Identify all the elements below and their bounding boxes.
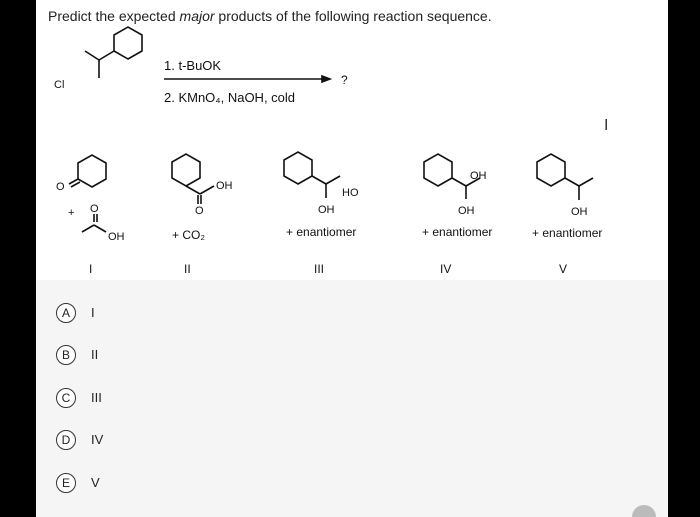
text-cursor-icon: I: [604, 117, 609, 134]
enantiomer-IV: + enantiomer: [422, 225, 492, 239]
question-text: Predict the expected major products of t…: [48, 8, 492, 24]
oh-label-IV-b: OH: [458, 205, 475, 217]
acid-oxygen-I: O: [90, 203, 99, 215]
option-text-a: I: [91, 305, 95, 320]
structure-I: [68, 154, 107, 233]
structure-III: [283, 151, 341, 198]
answer-option-b[interactable]: B II: [56, 345, 256, 367]
option-letter-c[interactable]: C: [56, 388, 76, 408]
reaction-scheme: Cl 1. t-BuOK 2. KMnO₄, NaOH, cold ? O + …: [54, 26, 602, 276]
structure-IV: [423, 153, 481, 199]
option-letter-b[interactable]: B: [56, 345, 76, 365]
option-letter-a[interactable]: A: [56, 303, 76, 323]
numeral-III: III: [314, 262, 324, 276]
enantiomer-III: + enantiomer: [286, 225, 356, 239]
answer-option-e[interactable]: E V: [56, 473, 256, 495]
question-suffix: products of the following reaction seque…: [214, 8, 492, 24]
co2-label-II: + CO₂: [172, 228, 205, 242]
corner-tab: [632, 505, 656, 517]
oh-label-III-b: OH: [318, 204, 335, 216]
option-text-e: V: [91, 475, 100, 490]
question-prefix: Predict the expected: [48, 8, 180, 24]
answer-panel: [36, 280, 668, 517]
numeral-I: I: [89, 262, 92, 276]
option-text-c: III: [91, 390, 102, 405]
reaction-arrowhead: [321, 74, 333, 84]
oh-label-III-a: HO: [342, 187, 359, 199]
oh-label-IV-a: OH: [470, 170, 487, 182]
numeral-V: V: [559, 262, 567, 276]
structure-II: [171, 153, 215, 204]
numeral-IV: IV: [440, 262, 451, 276]
carbonyl-oxygen-I: O: [56, 181, 65, 193]
option-text-b: II: [91, 347, 99, 362]
option-letter-d[interactable]: D: [56, 430, 76, 450]
oh-label-II: OH: [216, 180, 233, 192]
structure-V: [536, 153, 594, 200]
reaction-step-2: 2. KMnO₄, NaOH, cold: [164, 90, 295, 105]
oh-label-V: OH: [571, 206, 588, 218]
answer-option-a[interactable]: A I: [56, 303, 256, 325]
product-question-mark: ?: [341, 73, 348, 87]
enantiomer-V: + enantiomer: [532, 226, 602, 240]
carbonyl-oxygen-II: O: [195, 205, 204, 217]
plus-I: +: [68, 207, 74, 219]
reaction-step-1: 1. t-BuOK: [164, 58, 221, 73]
question-emphasis: major: [179, 8, 215, 24]
option-letter-e[interactable]: E: [56, 473, 76, 493]
answer-option-d[interactable]: D IV: [56, 430, 256, 452]
chlorine-label: Cl: [54, 79, 64, 91]
option-text-d: IV: [91, 432, 104, 447]
oh-label-I: OH: [108, 231, 125, 243]
question-card: Predict the expected major products of t…: [36, 0, 668, 517]
starting-material-structure: [84, 26, 143, 78]
answer-option-c[interactable]: C III: [56, 388, 256, 410]
numeral-II: II: [184, 262, 191, 276]
